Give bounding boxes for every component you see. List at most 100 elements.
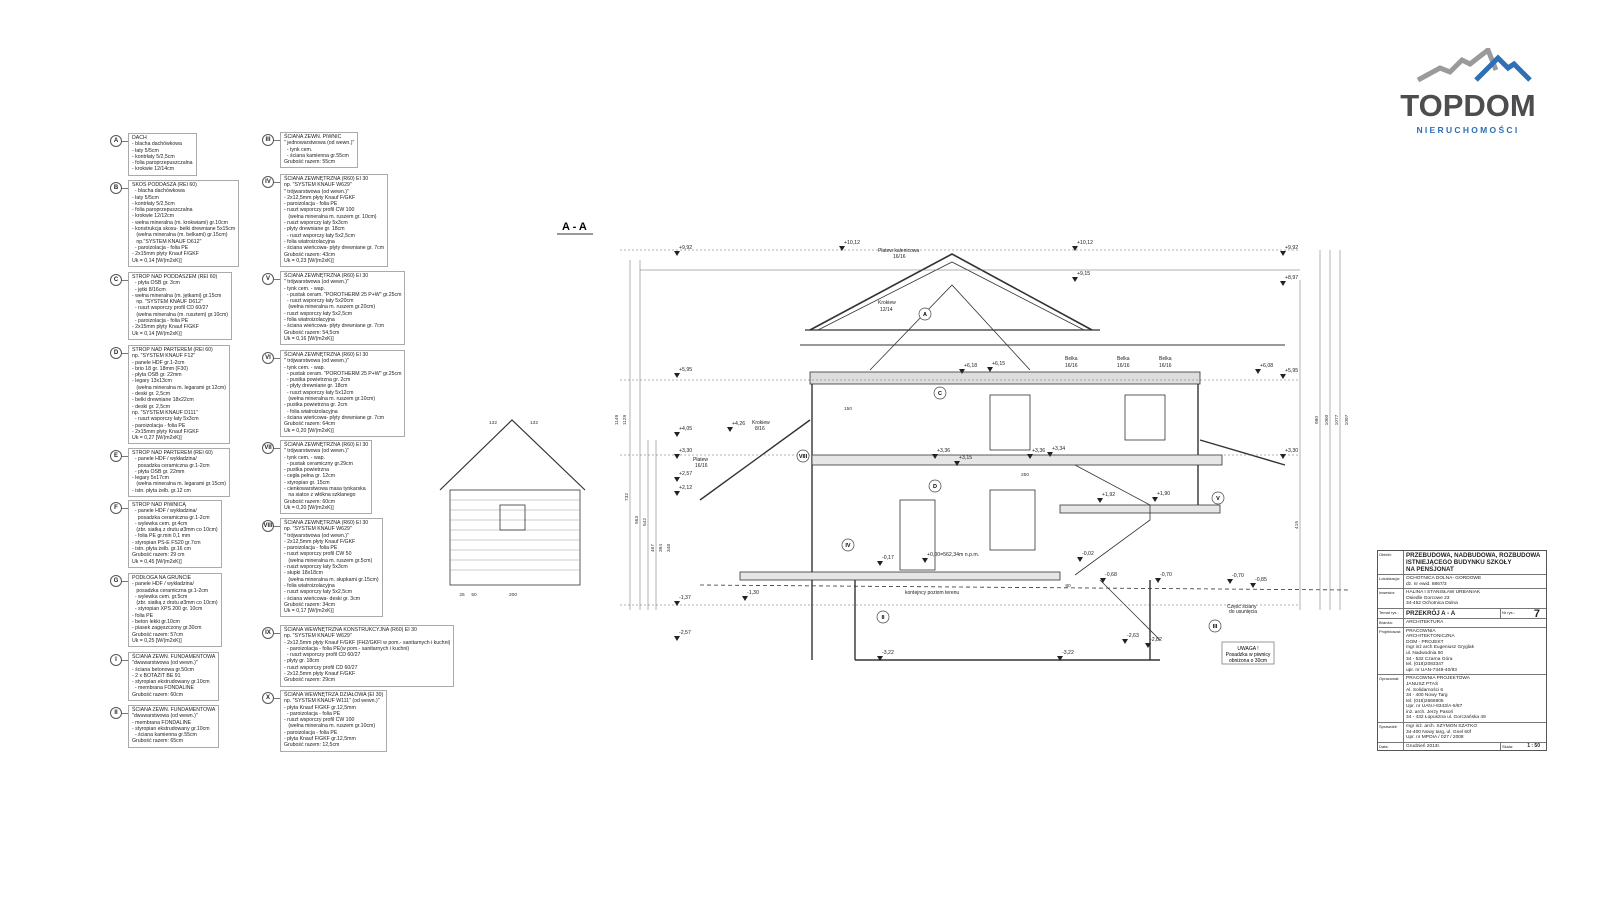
legend-line: - pustak ceram. "POROTHERM 25 P+W" gr.25… bbox=[284, 291, 402, 298]
legend-line: (wełna mineralna m. legarami gr.15cm) bbox=[132, 481, 226, 488]
ground-floor-slab bbox=[739, 571, 1061, 581]
legend-line: - konstrukcja skosu- belki drewniane 5x1… bbox=[132, 226, 236, 233]
legend-line: - legary 5x17cm bbox=[132, 475, 169, 482]
elevation-triangle-icon bbox=[674, 454, 680, 459]
legend-line: - piasek zagęszczony gr.30cm bbox=[132, 625, 202, 632]
note-line-2: Posadzka w piwnicy bbox=[1226, 652, 1271, 658]
elevation-triangle-icon bbox=[674, 491, 680, 496]
legend-line: - folia wiatroizolacyjna bbox=[284, 408, 338, 415]
title-value: PRZEBUDOWA, NADBUDOWA, ROZBUDOWA ISTNIEJ… bbox=[1406, 552, 1541, 573]
legend-line: - folia wiatroizolacyjna bbox=[284, 317, 335, 324]
legend-line: - ruszt wsporczy łaty 5x2,5cm bbox=[284, 310, 353, 317]
legend-line: STROP NAD PODDASZEM (REI 60) bbox=[132, 274, 218, 280]
legend-line: - ruszt wsporczy profil CD 60/27 bbox=[132, 305, 209, 312]
legend-line: (wełna mineralna (m. rusztem) gr.10cm) bbox=[132, 311, 228, 318]
dimension-text: 250 bbox=[1021, 472, 1029, 478]
legend-line: - folia PE gr.min 0,1 mm bbox=[132, 533, 191, 540]
legend-line: Grubość razem: 29 cm bbox=[132, 552, 185, 559]
legend-text: ŚCIANA WEWNĘTRZNA KONSTRUKCYJNA (R60) EI… bbox=[280, 625, 455, 687]
legend-line: ŚCIANA WEWNĘTRZA DZIAŁOWA (EI 30) bbox=[284, 692, 384, 698]
legend-line: Grubość razem: 43cm bbox=[284, 251, 336, 258]
title-key: Projektował: bbox=[1378, 627, 1404, 675]
legend-line: posadzka ceramiczna gr.1-2cm bbox=[132, 587, 209, 594]
title-value: PRACOWNIA ARCHITEKTONICZNA DOM - PROJEKT… bbox=[1406, 628, 1474, 673]
legend-line: - ruszt wsporczy profil CW 50 bbox=[284, 551, 352, 558]
legend-line: (wełna mineralna m. ruszem gr.5cm) bbox=[284, 557, 373, 564]
legend-text: ŚCIANA ZEWNĘTRZNA (R60) EI 30" trójwarst… bbox=[280, 350, 406, 437]
drawing-label: 12/14 bbox=[880, 307, 893, 313]
elevation-triangle-icon bbox=[1072, 277, 1078, 282]
legend-line: - paroizolacja - folia PE bbox=[132, 318, 189, 325]
elevation-triangle-icon bbox=[1152, 497, 1158, 502]
legend-line: - tynk cem. - wap. bbox=[284, 285, 325, 292]
legend-line: - ruszt wsporczy łaty 5x12cm bbox=[284, 389, 354, 396]
legend-line: - membrana FONDALINE bbox=[132, 719, 192, 726]
legend-marker: F bbox=[110, 502, 122, 514]
legend-line: np. "SYSTEM KNAUF W111" (od wewn.)" bbox=[284, 698, 380, 705]
legend-marker: VII bbox=[262, 442, 274, 454]
legend-line: - blacha dachówkowa bbox=[132, 188, 185, 195]
legend-line: - pustak ceramiczny gr.29cm bbox=[284, 460, 353, 467]
title-key: Obiekt: bbox=[1378, 551, 1404, 574]
elevation-triangle-icon bbox=[674, 477, 680, 482]
title-value: PRZEKRÓJ A - A bbox=[1406, 609, 1456, 617]
legend-marker: A bbox=[110, 135, 122, 147]
legend-line: - membrana FONDALINE bbox=[132, 685, 194, 692]
legend-line: np. "SYSTEM KNAUF W629" bbox=[284, 633, 352, 640]
legend-line: - paroizolacja - folia PE bbox=[284, 729, 338, 736]
elevation-triangle-icon bbox=[954, 461, 960, 466]
legend-line: Uk = 0,27 [W/(m2xK)] bbox=[132, 435, 182, 442]
legend-line: - ściana betonowa gr.50cm bbox=[132, 666, 194, 673]
legend-line: - tynk cem. - wap. bbox=[284, 364, 325, 371]
legend-line: - jętki 8/16cm bbox=[132, 286, 166, 293]
legend-line: - ściana kamienna gr.55cm bbox=[132, 732, 197, 739]
elevation-label: +6,15 bbox=[992, 361, 1005, 367]
legend-line: - istn. płyta żelb. gr.16 cm bbox=[132, 546, 191, 553]
section-marker-label: IV bbox=[845, 543, 851, 549]
legend-text: ŚCIANA ZEWN. FUNDAMENTOWA"dwuwarstwowa (… bbox=[128, 652, 220, 702]
legend-line: Grubość razem: 29cm bbox=[284, 677, 336, 684]
drawing-label: Krokiew bbox=[878, 300, 896, 306]
legend-line: - blacha dachówkowa bbox=[132, 141, 182, 148]
title-key: Lokalizacja: bbox=[1378, 575, 1404, 589]
elevation-label: +3,30 bbox=[679, 448, 692, 454]
note-box bbox=[1221, 641, 1275, 665]
elevation-label: +0,00=562,34m n.p.m. bbox=[927, 552, 979, 558]
legend-line: - 2x15mm płyty Knauf F/GKF bbox=[132, 251, 199, 258]
title-row: Obiekt:PRZEBUDOWA, NADBUDOWA, ROZBUDOWA … bbox=[1378, 551, 1546, 575]
legend-line: - ściana wieńcowa- płyty drewniane gr. 7… bbox=[284, 245, 385, 252]
dimension-text: 132 bbox=[530, 420, 538, 426]
legend-line: - panele HDF / wykładzina/ bbox=[132, 456, 197, 463]
landing-slab bbox=[1059, 504, 1221, 514]
legend-line: - beton lekki gr.10cm bbox=[132, 619, 180, 626]
legend-line: - folia wiatroizolacyjna bbox=[284, 238, 335, 245]
legend-line: - kontrłaty 5/2,5cm bbox=[132, 153, 175, 160]
title-value: PRACOWNIA PROJEKTOWA JANUSZ PTAŚ Al. Sol… bbox=[1406, 676, 1486, 721]
drawing-label: Część ściany bbox=[1227, 604, 1257, 610]
elevation-label: +5,95 bbox=[1285, 368, 1298, 374]
porch-roof bbox=[699, 419, 811, 501]
legend-line: - istn. płyta żelb. gr.12 cm bbox=[132, 487, 191, 494]
elevation-label: -0,17 bbox=[882, 555, 894, 561]
side-elevation-roof bbox=[439, 419, 586, 491]
legend-line: Grubość razem: 55cm bbox=[284, 159, 336, 166]
legend-marker: II bbox=[110, 707, 122, 719]
elevation-triangle-icon bbox=[1255, 369, 1261, 374]
legend-line: Grubość razem: 65cm bbox=[132, 738, 184, 745]
elevation-label: +1,92 bbox=[1102, 492, 1115, 498]
legend-line: " trójwarstwowa (od wewn.)" bbox=[284, 279, 349, 286]
elevation-triangle-icon bbox=[674, 636, 680, 641]
legend-line: - ściana kamienna gr.55cm bbox=[284, 152, 349, 159]
elevation-label: +4,26 bbox=[732, 421, 745, 427]
terrain-line bbox=[699, 584, 1351, 591]
mountain-icon bbox=[1416, 45, 1532, 83]
legend-line: SKOS PODDASZA (REI 60) bbox=[132, 182, 197, 188]
legend-line: - 2x12,5mm płyty Knauf F/GKF bbox=[284, 194, 356, 201]
legend-line: ŚCIANA ZEWN. PIWNIC bbox=[284, 134, 342, 140]
note-line-3: obniżona o 30cm bbox=[1229, 658, 1267, 664]
legend-line: - deski gr. 2,5cm bbox=[132, 403, 171, 410]
